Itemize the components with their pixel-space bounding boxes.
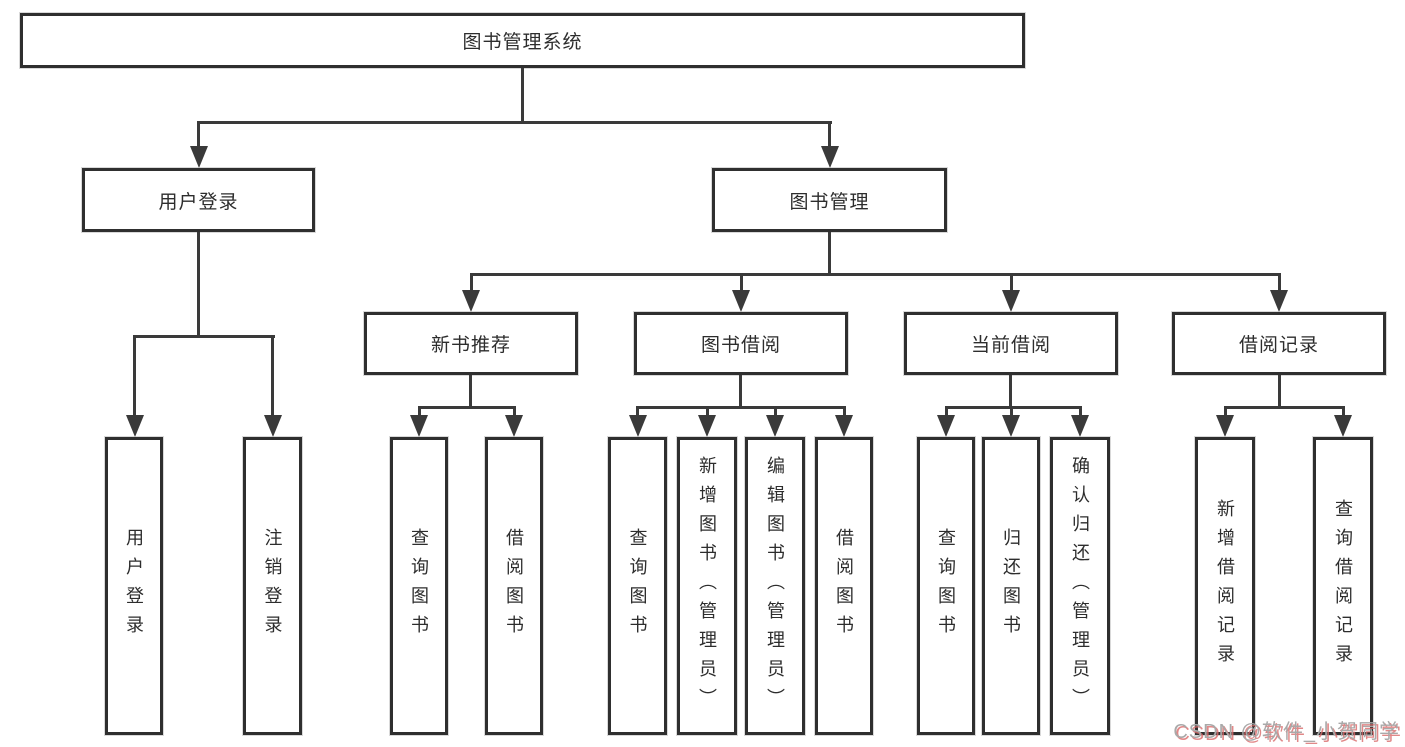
node-leaf-cb-confirm-return-admin: 确认归还（管理员）	[1050, 437, 1110, 735]
connector-current-borrow-stem	[1009, 375, 1012, 408]
node-leaf-br-add-record: 新增借阅记录	[1195, 437, 1255, 735]
leaf-label: 归还图书	[1001, 528, 1021, 644]
node-book-borrow: 图书借阅	[634, 312, 848, 375]
node-borrow-records: 借阅记录	[1172, 312, 1386, 375]
connector-drop-bb-add	[706, 406, 709, 417]
leaf-label: 新增图书（管理员）	[697, 455, 717, 717]
connector-root-branch	[197, 121, 832, 124]
connector-drop-book-mgmt	[828, 121, 831, 149]
connector-borrow-records-branch	[1224, 406, 1345, 409]
connector-drop-current-borrow	[1010, 273, 1013, 293]
connector-user-login-branch	[133, 335, 275, 338]
connector-current-borrow-branch	[945, 406, 1082, 409]
arrowhead-leaf-logout	[264, 415, 282, 437]
connector-drop-cb-confirm	[1079, 406, 1082, 417]
node-book-borrow-label: 图书借阅	[700, 335, 781, 356]
connector-new-book-branch	[418, 406, 516, 409]
connector-user-login-stem	[197, 232, 200, 337]
leaf-label: 注销登录	[262, 528, 283, 644]
node-leaf-cb-return-books: 归还图书	[982, 437, 1040, 735]
arrowhead-borrow-records	[1270, 290, 1288, 312]
node-leaf-bb-add-books-admin: 新增图书（管理员）	[677, 437, 737, 735]
leaf-label: 查询借阅记录	[1333, 499, 1353, 673]
node-book-mgmt-label: 图书管理	[789, 191, 870, 213]
csdn-watermark: CSDN @软件_小贺同学	[1173, 721, 1400, 743]
connector-drop-user-login	[197, 121, 200, 149]
arrowhead-leaf-user-login	[126, 415, 144, 437]
leaf-label: 用户登录	[124, 528, 144, 644]
arrowhead-bb-borrow	[835, 415, 853, 437]
leaf-label: 查询图书	[936, 528, 956, 644]
node-leaf-nb-borrow-books: 借阅图书	[485, 437, 543, 735]
connector-drop-leaf-logout	[271, 335, 274, 418]
arrowhead-cb-confirm	[1071, 415, 1089, 437]
connector-drop-br-add	[1224, 406, 1227, 417]
node-leaf-br-query-record: 查询借阅记录	[1313, 437, 1373, 735]
node-leaf-bb-borrow-books: 借阅图书	[815, 437, 873, 735]
arrowhead-current-borrow	[1002, 290, 1020, 312]
arrowhead-book-mgmt	[821, 146, 839, 168]
leaf-label: 查询图书	[627, 528, 648, 644]
node-book-mgmt: 图书管理	[712, 168, 947, 232]
connector-borrow-records-stem	[1278, 375, 1281, 408]
arrowhead-new-book	[462, 290, 480, 312]
arrowhead-bb-edit	[766, 415, 784, 437]
arrowhead-nb-borrow	[505, 415, 523, 437]
node-root: 图书管理系统	[20, 13, 1025, 68]
leaf-label: 确认归还（管理员）	[1070, 455, 1090, 717]
leaf-label: 编辑图书（管理员）	[765, 455, 785, 717]
arrowhead-user-login	[190, 146, 208, 168]
connector-drop-br-query	[1342, 406, 1345, 417]
node-user-login-label: 用户登录	[158, 191, 239, 213]
node-leaf-logout: 注销登录	[243, 437, 302, 735]
arrowhead-bb-query	[629, 415, 647, 437]
node-leaf-nb-query-books: 查询图书	[390, 437, 448, 735]
connector-drop-book-borrow	[740, 273, 743, 293]
arrowhead-nb-query	[410, 415, 428, 437]
node-current-borrow-label: 当前借阅	[970, 335, 1051, 356]
connector-book-borrow-stem	[739, 375, 742, 408]
connector-new-book-stem	[469, 375, 472, 408]
connector-book-mgmt-branch	[470, 273, 1280, 276]
arrowhead-br-query	[1334, 415, 1352, 437]
connector-drop-bb-query	[636, 406, 639, 417]
leaf-label: 新增借阅记录	[1215, 499, 1235, 673]
connector-drop-borrow-records	[1278, 273, 1281, 293]
connector-drop-bb-edit	[774, 406, 777, 417]
node-leaf-bb-query-books: 查询图书	[608, 437, 667, 735]
node-new-book-label: 新书推荐	[430, 335, 511, 356]
arrowhead-book-borrow	[732, 290, 750, 312]
node-leaf-user-login: 用户登录	[105, 437, 163, 735]
node-leaf-cb-query-books: 查询图书	[917, 437, 975, 735]
connector-drop-nb-borrow	[513, 406, 516, 417]
node-root-label: 图书管理系统	[462, 32, 583, 53]
node-user-login: 用户登录	[82, 168, 315, 232]
connector-drop-nb-query	[418, 406, 421, 417]
leaf-label: 查询图书	[409, 528, 429, 644]
connector-book-borrow-branch	[636, 406, 846, 409]
arrowhead-br-add	[1216, 415, 1234, 437]
node-new-book: 新书推荐	[364, 312, 578, 375]
connector-drop-cb-query	[945, 406, 948, 417]
connector-drop-cb-return	[1010, 406, 1013, 417]
arrowhead-cb-return	[1002, 415, 1020, 437]
node-current-borrow: 当前借阅	[904, 312, 1118, 375]
connector-drop-new-book	[470, 273, 473, 293]
arrowhead-bb-add	[698, 415, 716, 437]
leaf-label: 借阅图书	[504, 528, 524, 644]
connector-root-stem	[521, 68, 524, 124]
connector-book-mgmt-stem	[828, 232, 831, 276]
arrowhead-cb-query	[937, 415, 955, 437]
node-borrow-records-label: 借阅记录	[1238, 335, 1319, 356]
connector-drop-bb-borrow	[843, 406, 846, 417]
leaf-label: 借阅图书	[834, 528, 854, 644]
node-leaf-bb-edit-books-admin: 编辑图书（管理员）	[745, 437, 805, 735]
connector-drop-leaf-user-login	[133, 335, 136, 418]
